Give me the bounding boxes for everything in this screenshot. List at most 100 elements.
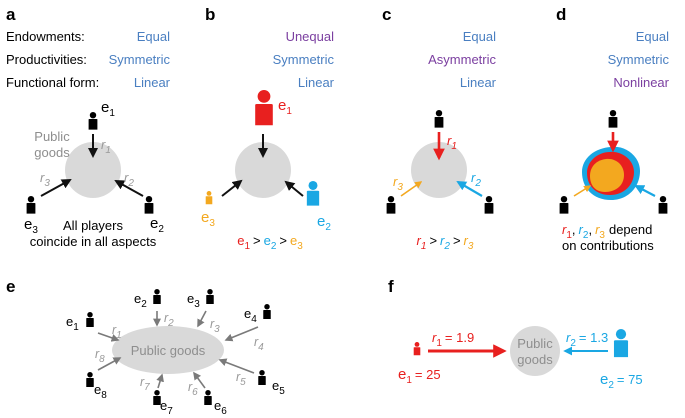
public-goods-circle xyxy=(65,142,121,198)
panel-a-caption-line1: All players xyxy=(63,218,123,233)
player-3-label: e3 xyxy=(187,291,200,310)
panel-letter-d: d xyxy=(556,5,566,24)
player-2-icon xyxy=(484,196,494,214)
nonlinear-public-goods-blob xyxy=(582,146,640,200)
panel-b: b Unequal Symmetric Linear e1 e3 e2 e1>e… xyxy=(201,5,335,252)
panel-a: a Endowments: Productivities: Functional… xyxy=(6,5,171,249)
panel-letter-c: c xyxy=(382,5,391,24)
public-goods-label-line1: Public xyxy=(34,129,70,144)
arrow-7 xyxy=(156,373,164,389)
panel-c-inequality: r1>r2>r3 xyxy=(417,233,474,252)
r1-value-label: r1= 1.9 xyxy=(432,330,474,349)
r2-label: r2 xyxy=(124,170,134,189)
panel-letter-e: e xyxy=(6,277,15,296)
public-goods-ellipse xyxy=(112,326,224,374)
arrow-3 xyxy=(221,179,243,197)
public-goods-label-line1: Public xyxy=(517,336,553,351)
player-2-icon xyxy=(144,196,154,214)
panel-c: c Equal Asymmetric Linear r1 r3 r2 r1>r2… xyxy=(382,5,497,252)
panel-b-inequality: e1>e2>e3 xyxy=(237,233,303,252)
arrow-6 xyxy=(193,371,206,389)
r2-label: r2 xyxy=(164,311,174,329)
panel-a-form-value: Linear xyxy=(134,75,171,90)
row-label-productivities: Productivities: xyxy=(6,52,87,67)
player-4-label: e4 xyxy=(244,306,257,325)
player-2-label: e2 xyxy=(317,213,331,233)
player-1-endowment: e1= 25 xyxy=(398,366,441,386)
player-1-icon xyxy=(434,110,444,128)
panel-c-productivities-value: Asymmetric xyxy=(428,52,496,67)
player-3-label: e3 xyxy=(201,209,215,229)
arrow-5 xyxy=(218,358,255,374)
player-7-label: e7 xyxy=(160,398,173,417)
player-2-endowment: e2= 75 xyxy=(600,371,643,391)
panel-c-endowments-value: Equal xyxy=(463,29,496,44)
r2-label: r2 xyxy=(471,170,481,189)
arrow-8 xyxy=(97,357,122,371)
public-goods-label-line2: goods xyxy=(34,145,70,160)
panel-c-form-value: Linear xyxy=(460,75,497,90)
player-1-icon xyxy=(88,112,98,130)
row-label-functional-form: Functional form: xyxy=(6,75,99,90)
arrow-3 xyxy=(400,181,423,197)
r4-label: r4 xyxy=(254,335,264,353)
player-1-label: e1 xyxy=(101,99,115,119)
panel-letter-a: a xyxy=(6,5,16,24)
r1-label: r1 xyxy=(112,323,122,341)
arrow-4 xyxy=(224,326,259,342)
public-goods-circle xyxy=(510,326,560,376)
player-2-label: e2 xyxy=(134,291,147,310)
arrow-2 xyxy=(634,185,656,197)
player-1-icon xyxy=(255,90,273,126)
arrow-2 xyxy=(114,180,144,197)
player-1-icon xyxy=(86,312,94,327)
r3-label: r3 xyxy=(40,170,50,189)
player-1-icon xyxy=(608,110,618,128)
player-3-icon xyxy=(205,191,213,205)
panel-f: f Public goods e1= 25 r1= 1.9 e2= 75 r2=… xyxy=(388,277,643,391)
r3-label: r3 xyxy=(210,317,220,335)
panel-a-caption-line2: coincide in all aspects xyxy=(30,234,157,249)
player-6-icon xyxy=(204,390,212,405)
panel-d-form-value: Nonlinear xyxy=(613,75,669,90)
panel-a-endowments-value: Equal xyxy=(137,29,170,44)
arrow-3 xyxy=(197,310,207,328)
player-3-icon xyxy=(386,196,396,214)
panel-b-form-value: Linear xyxy=(298,75,335,90)
arrow-3 xyxy=(40,179,72,197)
r6-label: r6 xyxy=(188,380,198,398)
panel-a-productivities-value: Symmetric xyxy=(109,52,171,67)
player-3-label: e3 xyxy=(24,216,38,236)
panel-letter-b: b xyxy=(205,5,215,24)
player-3-icon xyxy=(206,289,214,304)
arrow-3 xyxy=(573,185,592,197)
row-label-endowments: Endowments: xyxy=(6,29,85,44)
r1-label: r1 xyxy=(447,133,457,152)
panel-letter-f: f xyxy=(388,277,394,296)
panel-b-endowments-value: Unequal xyxy=(286,29,335,44)
player-6-label: e6 xyxy=(214,398,227,417)
player-3-icon xyxy=(26,196,36,214)
panel-b-productivities-value: Symmetric xyxy=(273,52,335,67)
player-1-label: e1 xyxy=(278,97,292,117)
player-8-label: e8 xyxy=(94,382,107,401)
public-goods-circle xyxy=(235,142,291,198)
player-2-icon xyxy=(153,289,161,304)
player-8-icon xyxy=(86,372,94,387)
arrow-2 xyxy=(284,180,304,197)
arrow-2 xyxy=(456,181,483,197)
player-2-icon xyxy=(613,329,629,358)
r3-label: r3 xyxy=(393,174,403,193)
public-goods-label-line2: goods xyxy=(517,352,553,367)
panel-d-caption-line2: on contributions xyxy=(562,238,654,253)
r1-label: r1 xyxy=(101,137,111,156)
player-4-icon xyxy=(263,304,271,319)
panel-d-productivities-value: Symmetric xyxy=(608,52,670,67)
panel-d-endowments-value: Equal xyxy=(636,29,669,44)
public-goods-label: Public goods xyxy=(131,343,206,358)
r8-label: r8 xyxy=(95,347,105,365)
player-2-label: e2 xyxy=(150,215,164,235)
